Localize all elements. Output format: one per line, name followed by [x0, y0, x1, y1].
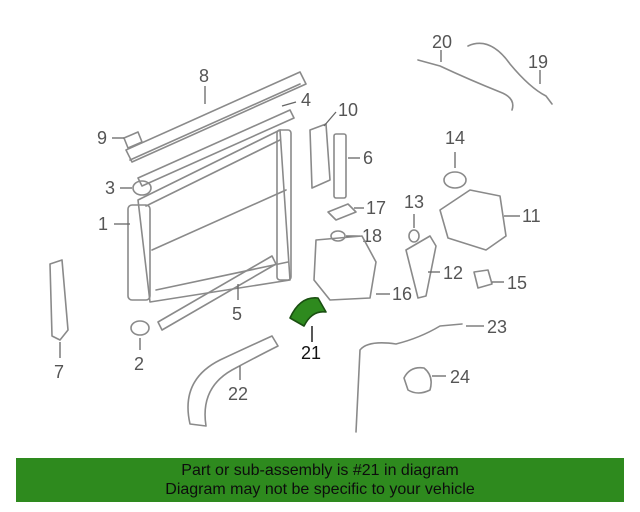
callout-11: 11: [522, 206, 541, 226]
part-23-tube: 23: [355, 317, 507, 433]
part-8-upper-support: 8: [125, 66, 307, 163]
callout-9: 9: [97, 128, 107, 148]
part-4-seal: 4: [137, 90, 311, 187]
notice-banner: Part or sub-assembly is #21 in diagram D…: [16, 458, 624, 502]
part-1-radiator: 1: [98, 129, 292, 303]
part-11-tank: 11: [439, 189, 541, 251]
part-16-reservoir: 16: [313, 235, 412, 304]
callout-22: 22: [228, 384, 248, 404]
part-3-grommet: 3: [105, 178, 152, 198]
callout-6: 6: [363, 148, 373, 168]
callout-4: 4: [301, 90, 311, 110]
part-24-clamp: 24: [403, 366, 470, 394]
part-19-hose: 19: [467, 42, 553, 105]
callout-13: 13: [404, 192, 424, 212]
callout-14: 14: [445, 128, 465, 148]
callout-24: 24: [450, 367, 470, 387]
callout-10: 10: [338, 100, 358, 120]
part-22-hose: 22: [187, 335, 279, 427]
banner-line-1: Part or sub-assembly is #21 in diagram: [181, 462, 459, 479]
callout-7: 7: [54, 362, 64, 382]
part-21-hose: 21: [289, 297, 327, 363]
part-6-deflector: 6: [333, 133, 373, 199]
callout-21: 21: [301, 343, 321, 363]
part-2-grommet: 2: [130, 320, 150, 374]
callout-2: 2: [134, 354, 144, 374]
part-15-sensor: 15: [473, 269, 527, 293]
callout-23: 23: [487, 317, 507, 337]
callout-17: 17: [366, 198, 386, 218]
callout-18: 18: [362, 226, 382, 246]
part-13-clip: 13: [404, 192, 424, 243]
callout-15: 15: [507, 273, 527, 293]
callout-5: 5: [232, 304, 242, 324]
part-5-lower-seal: 5: [157, 255, 277, 331]
callout-20: 20: [432, 32, 452, 52]
part-14-cap: 14: [443, 128, 467, 189]
callout-3: 3: [105, 178, 115, 198]
callout-1: 1: [98, 214, 108, 234]
callout-12: 12: [443, 263, 463, 283]
callout-8: 8: [199, 66, 209, 86]
callout-16: 16: [392, 284, 412, 304]
part-9-bolt: 9: [97, 128, 143, 149]
banner-line-2: Diagram may not be specific to your vehi…: [165, 481, 475, 498]
part-20-hose: 20: [417, 32, 514, 111]
diagram-canvas: 8 4 1 9 3 5 2: [49, 32, 553, 433]
part-12-bracket: 12: [405, 235, 463, 299]
callout-19: 19: [528, 52, 548, 72]
part-10-bracket: 10: [309, 100, 358, 189]
hose-21-shape: [289, 297, 327, 327]
part-17-cap: 17: [327, 198, 386, 221]
part-7-side-seal: 7: [49, 259, 69, 382]
